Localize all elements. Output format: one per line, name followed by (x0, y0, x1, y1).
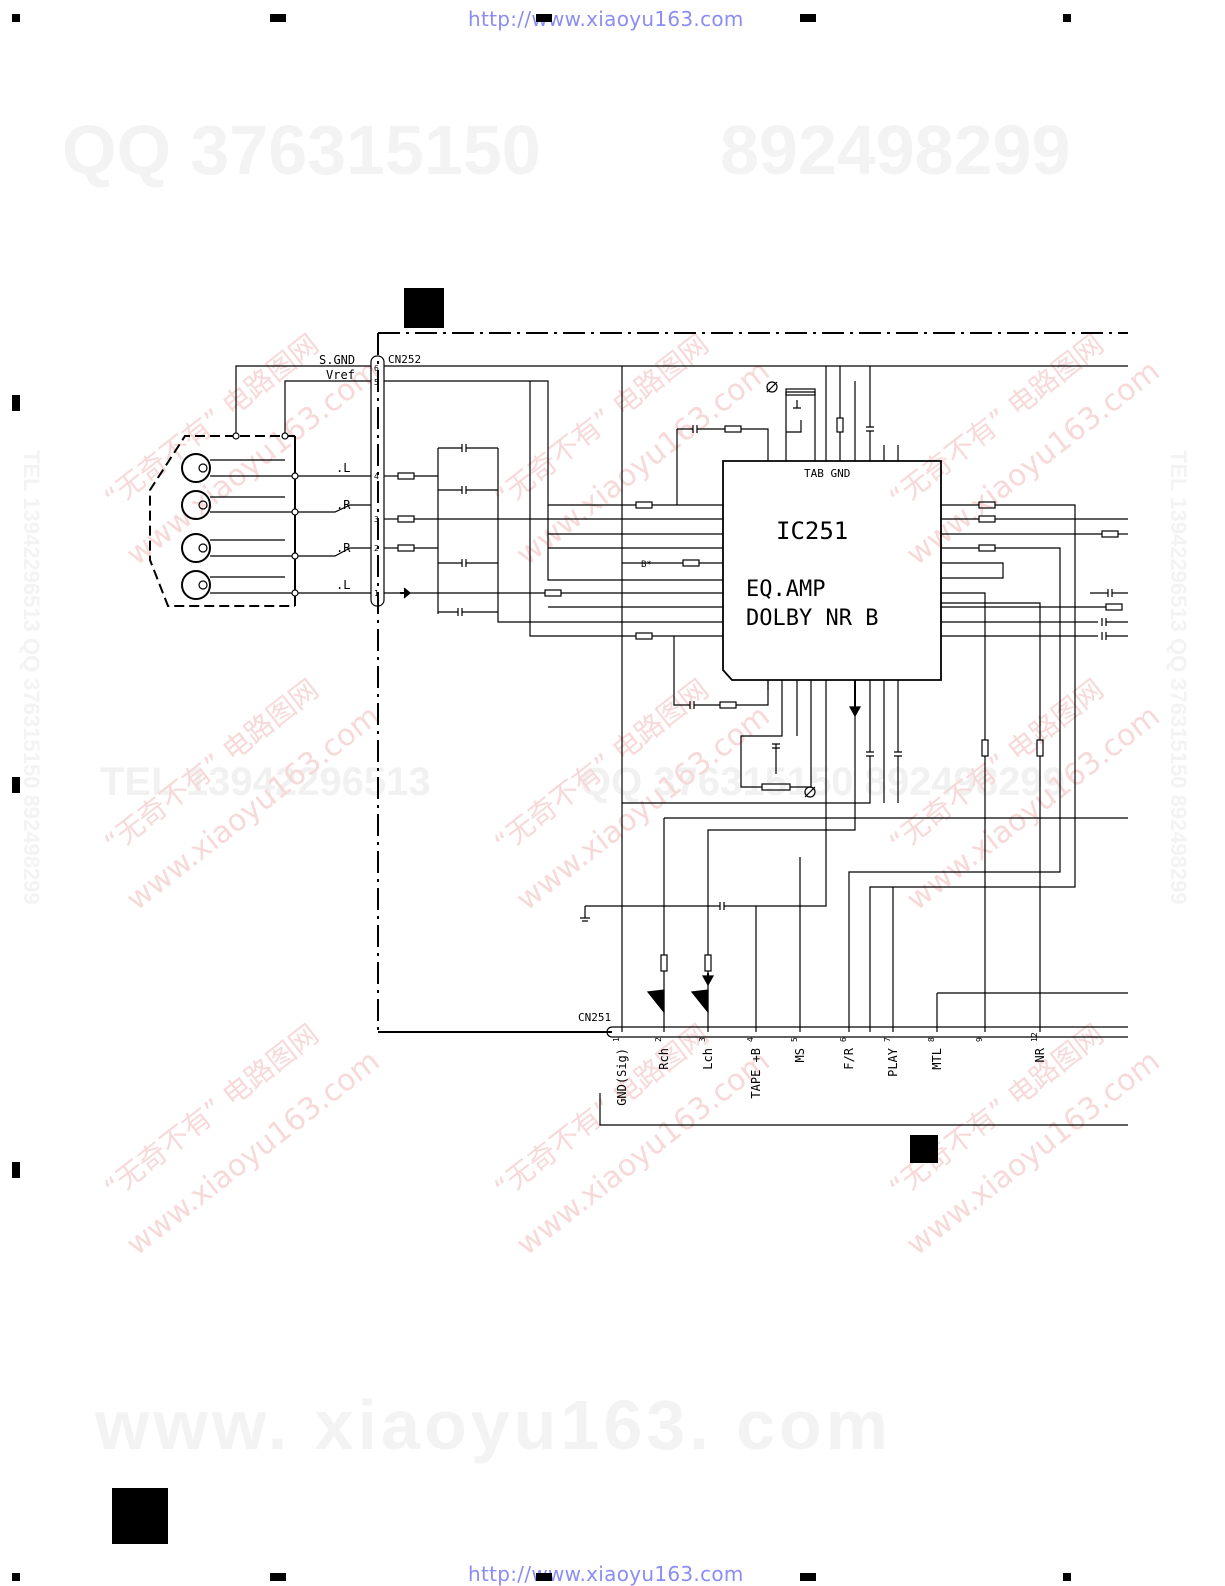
header-url: http://www.xiaoyu163.com (468, 7, 744, 31)
registration-mark (536, 1573, 552, 1581)
cn251-pin-label: Rch (657, 1048, 671, 1070)
registration-mark (12, 14, 20, 22)
cn251-pin-label: PLAY (886, 1047, 900, 1077)
ic-func-label-2: DOLBY NR B (746, 606, 878, 631)
cn252-pin1: 1 (374, 589, 379, 598)
registration-mark (270, 14, 286, 22)
cn252-pin4: 4 (374, 472, 379, 481)
cn251-pin-label: MTL (930, 1048, 944, 1070)
cn252-signal-l: .L (336, 578, 350, 592)
cn251-pin-label: TAPE +B (749, 1048, 763, 1099)
cn251-pin-number: 1 (612, 1037, 621, 1042)
cn251-pin-label: Lch (701, 1048, 715, 1070)
watermark-qq-left: QQ 376315150 (62, 111, 541, 189)
ic-tab-gnd-label: TAB GND (804, 467, 850, 480)
cn252-pin5: 5 (374, 378, 379, 387)
registration-mark (12, 1162, 20, 1178)
b-mark-label: B* (641, 560, 652, 570)
registration-mark (1063, 1573, 1071, 1581)
registration-mark (12, 395, 20, 411)
cn252-pin3: 3 (374, 515, 379, 524)
watermark-tel: TEL 13942296513 (100, 760, 431, 804)
registration-mark (536, 14, 552, 22)
cn252-ref-label: CN252 (388, 353, 421, 366)
registration-mark (800, 1573, 816, 1581)
cn252-signal-r: .R (336, 541, 351, 555)
registration-mark (1063, 14, 1071, 22)
registration-mark (12, 777, 20, 793)
section-marker-block (112, 1488, 168, 1544)
cn251-pin-number: 6 (839, 1037, 848, 1042)
watermark-qq-right: 892498299 (720, 111, 1071, 189)
cn252-sgnd-label: S.GND (319, 353, 355, 367)
cn251-pin-number: 7 (883, 1037, 892, 1042)
cn252-pin2: 2 (374, 544, 379, 553)
cn251-pin-label: NR (1033, 1047, 1047, 1062)
cn252-pin6: 6 (374, 364, 379, 373)
watermark-vertical-left: TEL 13942296513 QQ 376315150 892498299 (19, 450, 44, 905)
cn252-signal-r: .R (336, 498, 351, 512)
section-marker-block (404, 288, 444, 328)
cn251-pin-number: 8 (927, 1037, 936, 1042)
registration-mark (270, 1573, 286, 1581)
registration-mark (800, 14, 816, 22)
cn251-pin-label: MS (793, 1048, 807, 1062)
cn252-signal-l: .L (336, 461, 350, 475)
footer-url: http://www.xiaoyu163.com (468, 1562, 744, 1586)
cn251-ref-label: CN251 (578, 1011, 611, 1024)
cn251-pin-number: 5 (790, 1037, 799, 1042)
section-marker-block (910, 1135, 938, 1163)
ic-ref-label: IC251 (776, 517, 848, 545)
cn251-pin-number: 2 (654, 1037, 663, 1042)
watermark-qq-mid: QQ 376315150 892498299 (580, 760, 1065, 804)
cn251-pin-label: F/R (842, 1047, 856, 1069)
watermark-vertical-right: TEL 13942296513 QQ 376315150 892498299 (1166, 450, 1191, 905)
cn251-pin-number: 4 (746, 1037, 755, 1042)
cn251-pin-number: 12 (1030, 1032, 1039, 1042)
registration-mark (12, 1573, 20, 1581)
watermark-footer: www. xiaoyu163. com (95, 1386, 893, 1464)
cn251-pin-number: 3 (698, 1037, 707, 1042)
cn251-pin-number: 9 (975, 1037, 984, 1042)
cn251-pin-label: GND(Sig) (615, 1048, 629, 1106)
cn252-vref-label: Vref (326, 368, 355, 382)
ic-func-label-1: EQ.AMP (746, 577, 825, 602)
